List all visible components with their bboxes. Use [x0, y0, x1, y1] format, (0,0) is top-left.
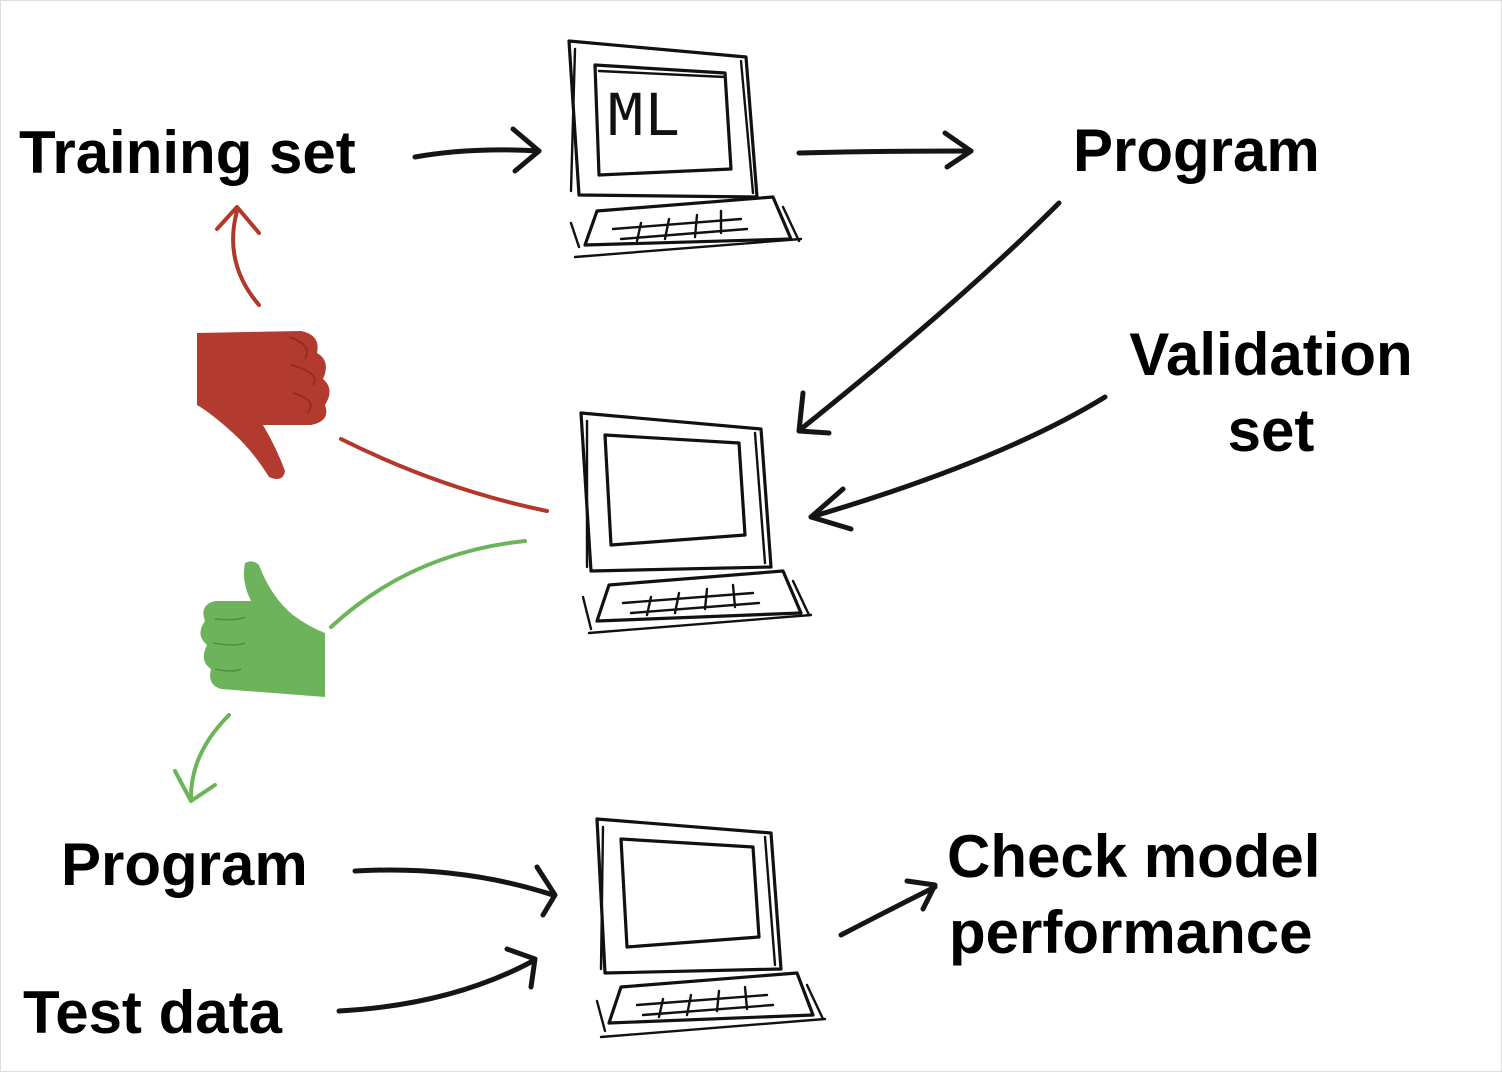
thumbs-down-icon — [197, 331, 330, 479]
computer-icon-middle — [579, 411, 813, 635]
label-check-model-line2: performance — [949, 899, 1313, 966]
computer-icon-bottom — [595, 817, 827, 1039]
label-validation-set-line1: Validation — [1129, 321, 1413, 388]
arrow-green-pass-path — [173, 539, 527, 803]
arrow-validation-set-to-computer — [808, 394, 1108, 532]
label-check-model-line1: Check model — [947, 823, 1321, 890]
arrow-ml-to-program — [796, 130, 974, 170]
arrow-program-to-validation-computer — [796, 200, 1062, 436]
label-validation-set-line2: set — [1227, 397, 1315, 464]
screen-text: ML — [608, 81, 682, 149]
arrow-red-fail-loop — [215, 205, 549, 513]
arrow-training-to-ml — [412, 126, 542, 174]
arrow-to-check-performance — [838, 878, 938, 938]
label-training-set: Training set — [19, 119, 356, 186]
label-program-output: Program — [1073, 117, 1320, 184]
arrow-test-data-to-test-computer — [336, 946, 538, 1014]
arrow-program-to-test-computer — [352, 864, 558, 918]
label-test-data: Test data — [23, 979, 282, 1046]
thumbs-up-icon — [200, 561, 325, 697]
label-program-input: Program — [61, 831, 308, 898]
computer-icon-top: ML — [567, 39, 803, 259]
